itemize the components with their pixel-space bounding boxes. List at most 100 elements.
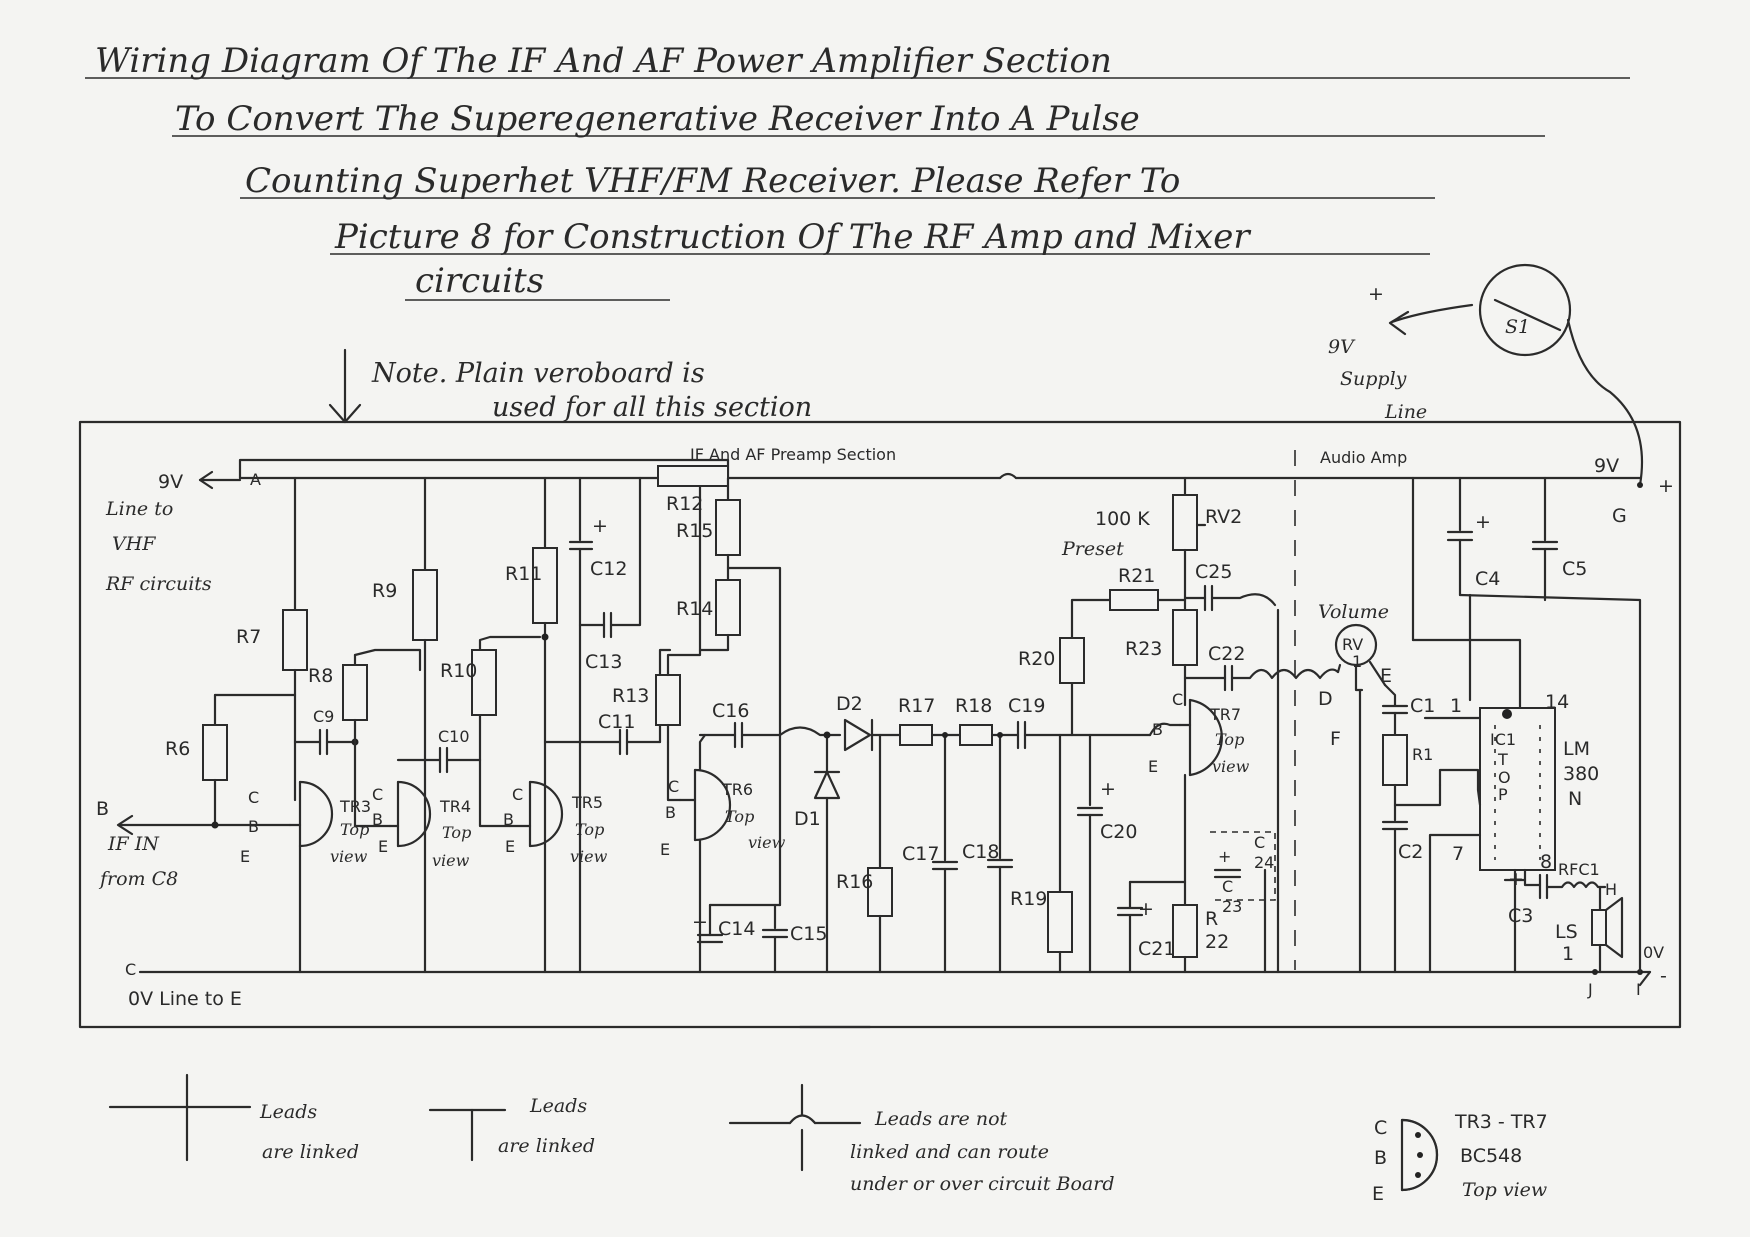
- transistor-tr7: [1188, 698, 1223, 777]
- tr3-c: C: [248, 788, 259, 807]
- r15-label: R15: [676, 520, 713, 542]
- terminal-b-desc-2: from C8: [98, 868, 178, 890]
- r21-label: R21: [1118, 565, 1155, 587]
- pinout-line-3: Top view: [1462, 1179, 1547, 1201]
- resistor-r20: [1059, 637, 1085, 684]
- r6-label: R6: [165, 738, 190, 760]
- diode-d1: [813, 770, 841, 800]
- title-line-2: To Convert The Superegenerative Receiver…: [175, 99, 1140, 139]
- d2-label: D2: [836, 693, 863, 715]
- ic1-lm380n: [1479, 707, 1556, 871]
- resistor-r15: [715, 499, 741, 556]
- legend-3-line-1: Leads are not: [874, 1108, 1008, 1130]
- c3-label: C3: [1508, 905, 1533, 927]
- supply-9v: 9V: [1328, 336, 1356, 358]
- resistor-r6: [202, 724, 228, 781]
- ls1-label: LS: [1555, 921, 1578, 943]
- detector-filter: D2 D1 R17 R18 C19 R16 C17 C18: [778, 693, 1152, 974]
- loudspeaker-ls1: [1591, 909, 1607, 946]
- stage-tr5: R10 R11 C B E TR5 Top view + C12 C13 C11: [440, 476, 662, 974]
- terminal-g-label: G: [1612, 505, 1627, 527]
- legend-pinout: C B E TR3 - TR7 BC548 Top view: [1372, 1111, 1548, 1205]
- c18-label: C18: [962, 841, 999, 863]
- resistor-r19: [1047, 891, 1073, 953]
- c14-label: C14: [718, 918, 755, 940]
- stage-tr6: R13 R12 R15 R14 C B E TR6 Top view C16 +…: [612, 465, 827, 974]
- switch-s1: [1478, 263, 1572, 357]
- terminal-b: B IF IN from C8: [96, 798, 292, 890]
- terminal-j-label: J: [1587, 980, 1593, 999]
- terminal-g-volt: 9V: [1594, 455, 1619, 477]
- supply-line-word: Line: [1384, 401, 1427, 423]
- terminal-a-desc-3: RF circuits: [105, 573, 212, 595]
- tr4-b: B: [372, 810, 383, 829]
- c25-label: C25: [1195, 561, 1232, 583]
- legend-3-line-3: under or over circuit Board: [850, 1173, 1115, 1195]
- tr7-b: B: [1152, 720, 1163, 739]
- stage-tr4: R9 C10 C B E TR4 Top view: [342, 476, 482, 974]
- preset-rv2: [1172, 494, 1198, 551]
- note-line-2: used for all this section: [492, 392, 812, 423]
- tr6-name: TR6: [721, 780, 753, 799]
- resistor-r8: [342, 664, 368, 721]
- pinout-c: C: [1374, 1117, 1387, 1139]
- tr5-c: C: [512, 785, 523, 804]
- tr7-c: C: [1172, 690, 1183, 709]
- terminal-a-label: A: [250, 470, 261, 489]
- terminal-a-desc-1: Line to: [105, 498, 173, 520]
- tr4-e: E: [378, 837, 388, 856]
- c24-label-b: 24: [1254, 853, 1274, 872]
- transistor-tr5: [528, 780, 564, 848]
- title-line-3: Counting Superhet VHF/FM Receiver. Pleas…: [245, 161, 1180, 201]
- ic1-t: T: [1497, 750, 1508, 769]
- ls1-label-b: 1: [1562, 943, 1574, 965]
- tr7-top: Top: [1215, 730, 1244, 749]
- resistor-r16: [867, 867, 893, 917]
- stage-tr7: R20 R19 + C20 R21 RV2 100 K Preset R23 C…: [1010, 476, 1340, 974]
- tr5-view: view: [570, 847, 608, 866]
- legend-2-line-1: Leads: [529, 1095, 587, 1117]
- resistor-r1: [1382, 734, 1408, 786]
- legend-1-line-1: Leads: [259, 1101, 317, 1123]
- r10-label: R10: [440, 660, 477, 682]
- terminal-c: C 0V Line to E: [125, 960, 242, 1010]
- tr4-c: C: [372, 785, 383, 804]
- r1-label: R1: [1412, 745, 1433, 764]
- r16-label: R16: [836, 871, 873, 893]
- tr5-name: TR5: [571, 793, 603, 812]
- resistor-r22: [1172, 904, 1198, 958]
- title-line-4: Picture 8 for Construction Of The RF Amp…: [334, 217, 1251, 257]
- note-line-1: Note. Plain veroboard is: [371, 358, 705, 389]
- audio-amp: + C4 C5 RV 1 Volume D E F C1 R1 C2: [1318, 476, 1642, 974]
- terminal-ov-label: 0V: [1643, 943, 1664, 962]
- terminal-ov: 0V - J I: [1587, 943, 1667, 999]
- pinout-b: B: [1374, 1147, 1387, 1169]
- supply-plus: +: [1368, 283, 1384, 305]
- r22-label-b: 22: [1205, 931, 1229, 953]
- c19-label: C19: [1008, 695, 1045, 717]
- legend-linked-cross: Leads are linked: [108, 1073, 359, 1163]
- c24-label-a: C: [1254, 833, 1265, 852]
- pinout-line-2: BC548: [1460, 1145, 1522, 1167]
- tr7-name: TR7: [1209, 705, 1241, 724]
- title-line-5: circuits: [415, 261, 544, 301]
- c21-plus: +: [1138, 898, 1154, 920]
- r11-label: R11: [505, 563, 542, 585]
- c21-label: C21: [1138, 938, 1175, 960]
- r8-label: R8: [308, 665, 333, 687]
- tr6-view: view: [748, 833, 786, 852]
- terminal-h-label: H: [1605, 880, 1617, 899]
- terminal-i-label: I: [1636, 980, 1641, 999]
- diode-d2: [843, 718, 872, 752]
- resistor-r11: [532, 547, 558, 624]
- rv2-desc-2: Preset: [1061, 538, 1124, 560]
- legend-linked-tee: Leads are linked: [428, 1095, 595, 1162]
- terminal-a: 9V A Line to VHF RF circuits: [105, 470, 261, 595]
- r17-label: R17: [898, 695, 935, 717]
- switch-s1-label: S1: [1505, 316, 1530, 338]
- ic1-o: O: [1498, 768, 1511, 787]
- terminal-a-desc-2: VHF: [112, 533, 156, 555]
- terminal-e-label: E: [1380, 665, 1392, 687]
- ic1-label: IC1: [1490, 730, 1516, 749]
- rails: [138, 458, 1652, 987]
